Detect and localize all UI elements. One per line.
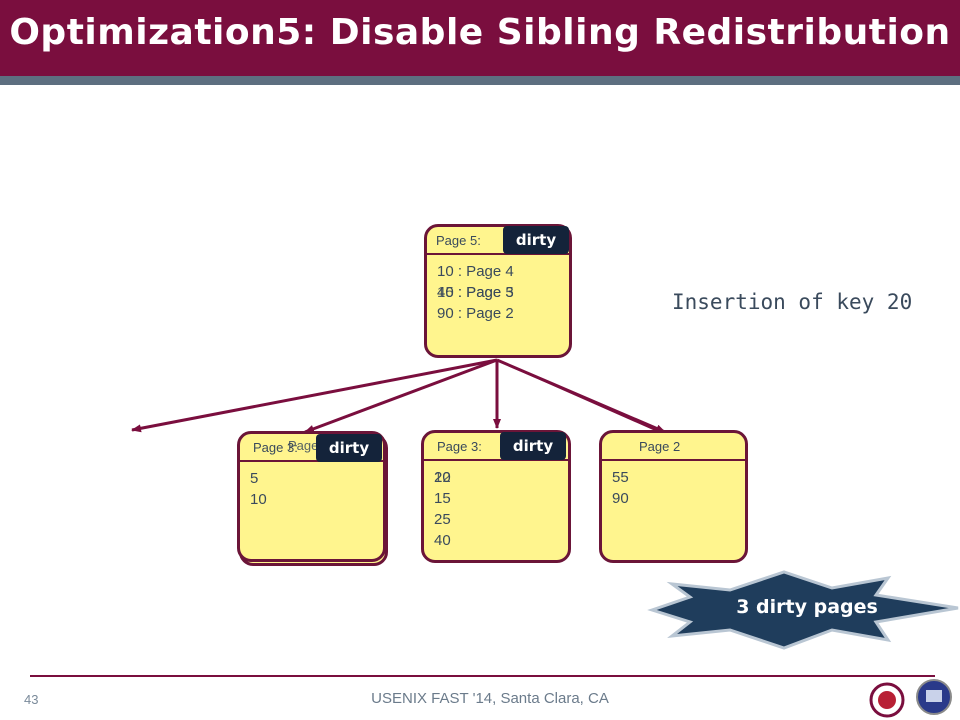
leaf-key: 15 <box>434 490 451 507</box>
leaf-key: 25 <box>434 511 451 528</box>
leaf-key: 40 <box>434 532 451 549</box>
page-label: Page 3: <box>253 440 298 455</box>
index-entry: 10 : Page 4 <box>437 263 514 280</box>
page-header: Page 3: <box>424 433 568 461</box>
footer-text: USENIX FAST '14, Santa Clara, CA <box>371 690 609 707</box>
page-entries: 55 90 <box>612 469 629 511</box>
edge-root-to-right-leaf-lower <box>496 359 661 433</box>
leaf-key: 5 <box>250 470 259 487</box>
page-label: Page 2 <box>639 439 681 454</box>
footer-rule <box>30 675 935 677</box>
edge-root-to-left-leaf <box>304 358 498 434</box>
insertion-note: Insertion of key 20 <box>672 290 913 314</box>
dirty-badge-root: dirty <box>503 226 569 254</box>
title-underline <box>0 76 960 85</box>
leaf-key: 10 <box>250 491 267 508</box>
edge-root-to-outside <box>131 358 498 433</box>
page-label: Page 3: <box>437 439 482 454</box>
page-header: Page 2 <box>602 433 745 461</box>
leaf-key: 90 <box>612 490 629 507</box>
page-label-overlay: Page <box>288 438 319 453</box>
leaf-key: 55 <box>612 469 629 486</box>
slide-number: 43 <box>24 692 39 707</box>
slide-title: Optimization5: Disable Sibling Redistrib… <box>9 12 951 53</box>
dirty-pages-badge-text: 3 dirty pages <box>736 596 878 618</box>
dirty-pages-badge-shape <box>647 570 959 650</box>
page-header: Page 3: Page <box>240 434 383 462</box>
dirty-badge-left-leaf: dirty <box>316 434 382 462</box>
title-bar <box>0 0 960 76</box>
page-label: Page 5: <box>436 233 481 248</box>
dirty-badge-middle-leaf: dirty <box>500 432 566 460</box>
page-header: Page 5: <box>427 227 569 255</box>
index-entry: 90 : Page 2 <box>437 305 514 322</box>
page-2-node: Page 2 55 90 <box>599 430 748 563</box>
page-entries: 5 10 <box>250 470 267 512</box>
